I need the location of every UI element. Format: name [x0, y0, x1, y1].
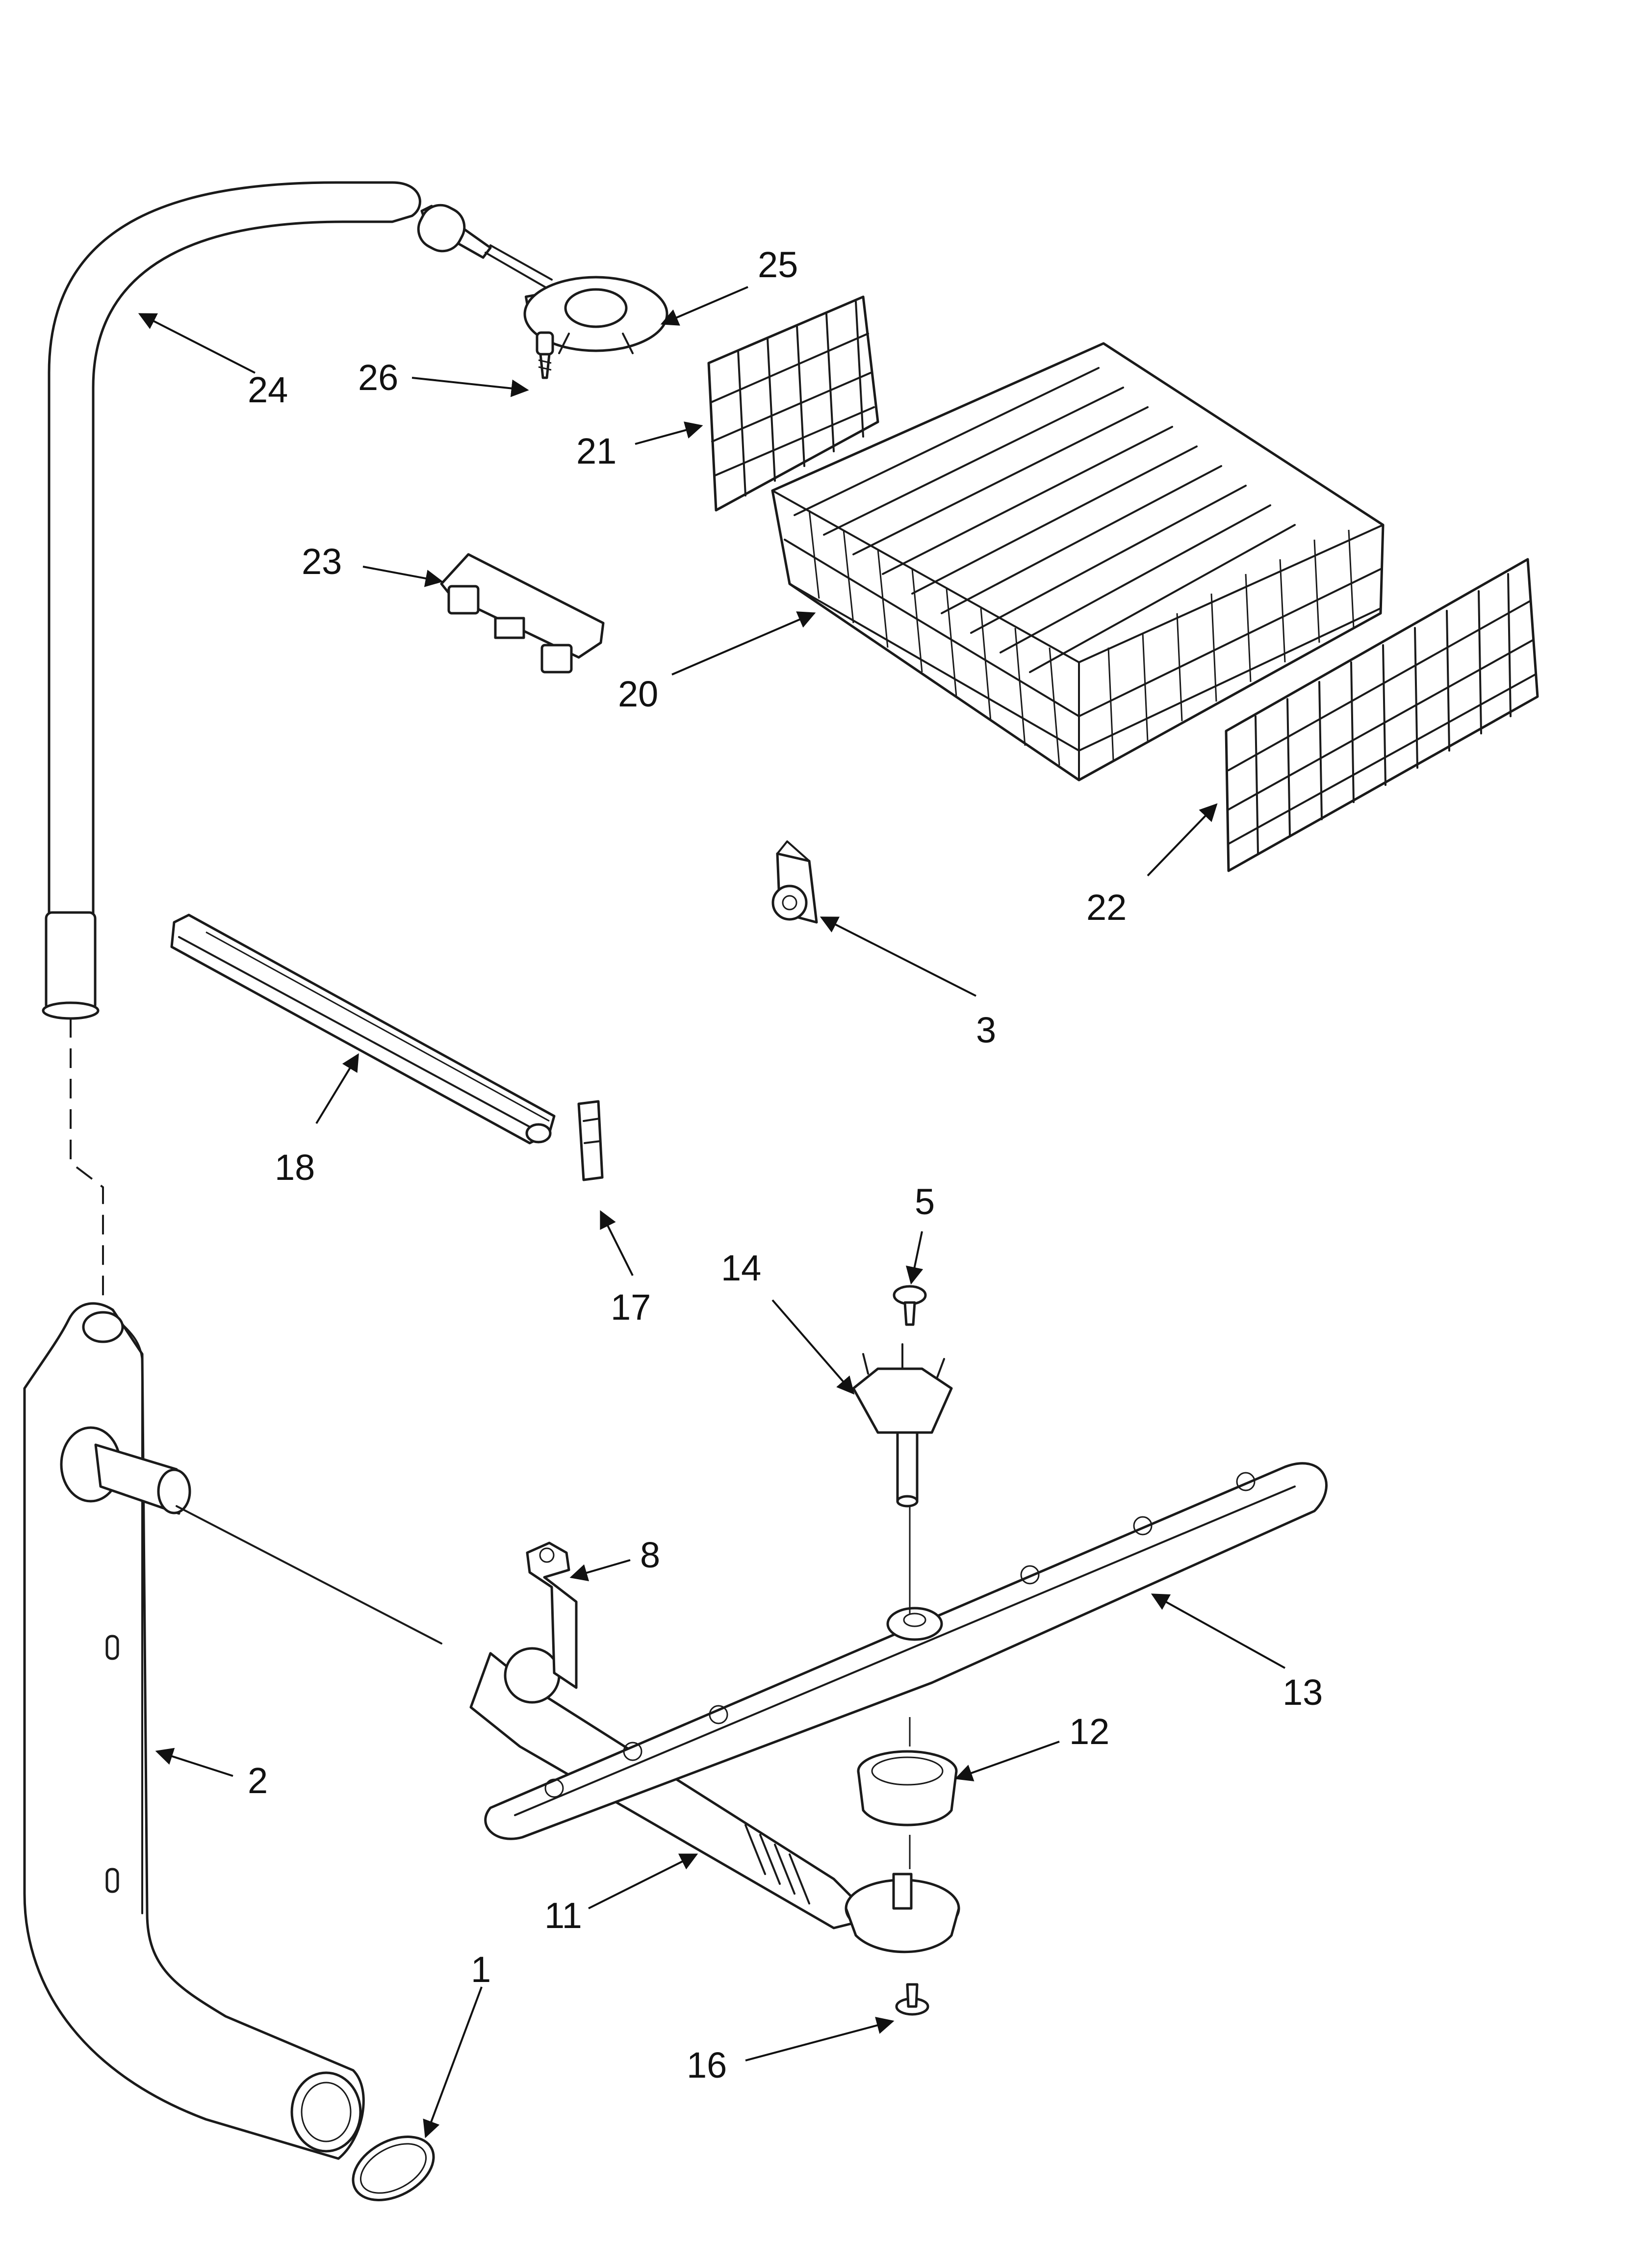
callout-14: 14 [721, 1248, 761, 1288]
upper-spray-nozzle [523, 276, 668, 354]
manifold-hub [845, 1873, 960, 1954]
rack-side-panel-21 [707, 295, 879, 512]
nozzle-screw [536, 331, 554, 379]
lower-supply-tube [23, 1302, 365, 2160]
callout-1: 1 [471, 1949, 491, 1990]
rack-track [170, 913, 556, 1145]
callout-17: 17 [611, 1287, 651, 1328]
callout-24: 24 [248, 369, 288, 410]
callout-18: 18 [275, 1147, 315, 1188]
callout-labels: 25 24 26 21 23 20 22 3 18 17 5 14 8 13 1… [248, 244, 1323, 2086]
upper-dish-rack [771, 342, 1385, 782]
callout-2: 2 [248, 1760, 268, 1801]
spray-arm-collar [857, 1750, 958, 1826]
callout-16: 16 [687, 2045, 727, 2086]
callout-21: 21 [576, 431, 616, 471]
rack-stop-clip [440, 553, 605, 674]
callout-20: 20 [618, 674, 658, 714]
callout-25: 25 [758, 244, 798, 285]
track-end-stop [577, 1100, 604, 1181]
lower-wash-manifold [176, 1505, 874, 1929]
callout-13: 13 [1283, 1672, 1323, 1713]
hub-screw [895, 1983, 929, 2016]
callout-12: 12 [1069, 1711, 1109, 1752]
callout-8: 8 [640, 1535, 660, 1575]
callout-5: 5 [915, 1181, 935, 1222]
rack-side-panel-22 [1225, 558, 1539, 872]
o-ring [352, 2136, 435, 2201]
callout-22: 22 [1086, 887, 1127, 928]
manifold-bracket [526, 1541, 578, 1689]
spray-arm-bearing [852, 1343, 953, 1508]
upper-supply-tube [42, 181, 553, 1020]
callout-26: 26 [358, 357, 398, 398]
callout-11: 11 [544, 1895, 582, 1936]
connection-line [70, 1018, 104, 1310]
callout-3: 3 [976, 1010, 996, 1050]
leader-lines [138, 286, 1285, 2138]
callout-23: 23 [302, 541, 342, 582]
bearing-screw [893, 1285, 927, 1326]
rack-adjuster [771, 840, 818, 924]
lower-spray-arm [484, 1462, 1328, 1840]
